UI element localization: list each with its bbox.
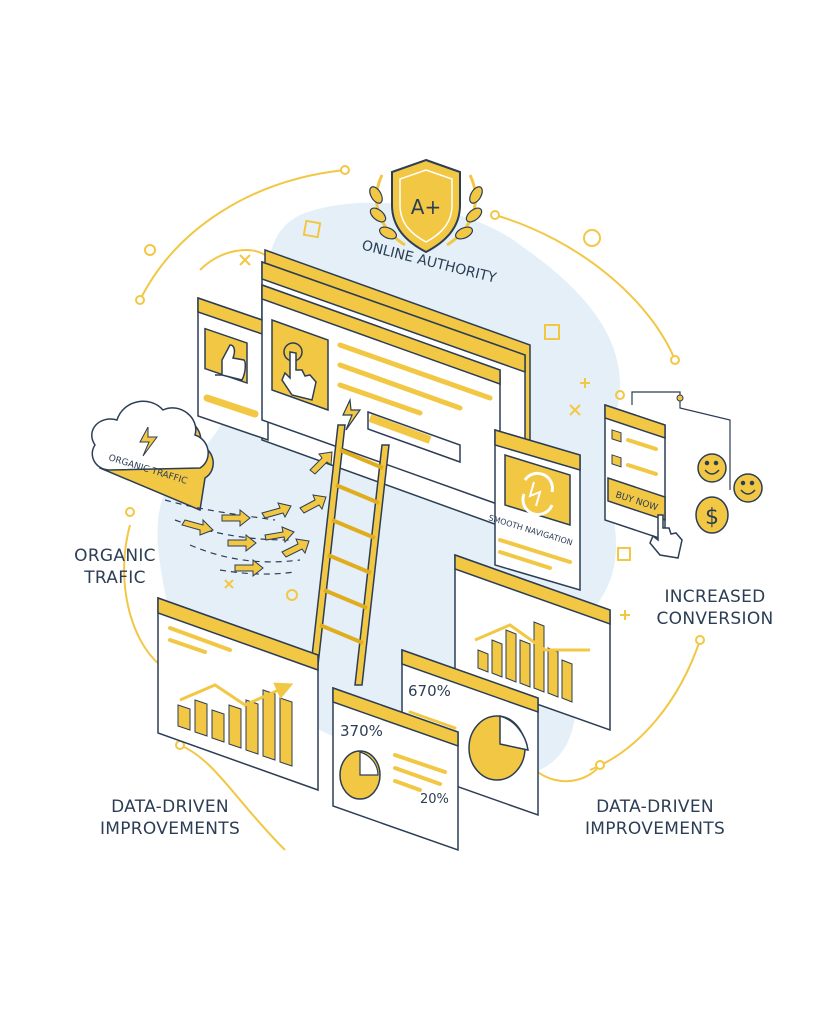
refresh-icon (521, 471, 554, 517)
thumbs-up-icon (215, 344, 247, 381)
dollar-coin-icon: $ (695, 496, 729, 534)
cloud-icon: ORGANIC TRAFFIC (91, 400, 214, 512)
organic-trafic-label: ORGANIC TRAFIC (74, 546, 156, 588)
stat-20: 20% (420, 792, 449, 807)
shield-group: A+ (369, 158, 483, 254)
pie-window-370: 370% 20% (332, 686, 459, 852)
decor-shapes (224, 219, 631, 620)
circular-flow (123, 169, 701, 851)
shield-grade: A+ (411, 195, 441, 219)
svg-text:$: $ (705, 505, 719, 530)
data-driven-improvements-left-label: DATA-DRIVEN IMPROVEMENTS (99, 797, 241, 839)
smooth-navigation-window: SMOOTH NAVIGATION (487, 428, 581, 592)
yellow-arrows (181, 451, 333, 578)
smiley-icon (697, 453, 763, 503)
data-driven-improvements-right-label: DATA-DRIVEN IMPROVEMENTS (584, 797, 726, 839)
like-window (197, 296, 269, 442)
bar-chart-window-left (157, 596, 319, 792)
stat-670: 670% (408, 682, 451, 700)
increased-conversion-label: INCREASED CONVERSION (656, 587, 774, 629)
flow-dots (125, 165, 705, 770)
buy-window: BUY NOW (604, 391, 731, 559)
ladder-icon (310, 424, 390, 686)
hand-pointer-icon (281, 342, 317, 401)
stat-370: 370% (340, 722, 383, 740)
lightning-icon (342, 397, 362, 431)
main-browser-front (261, 283, 501, 507)
